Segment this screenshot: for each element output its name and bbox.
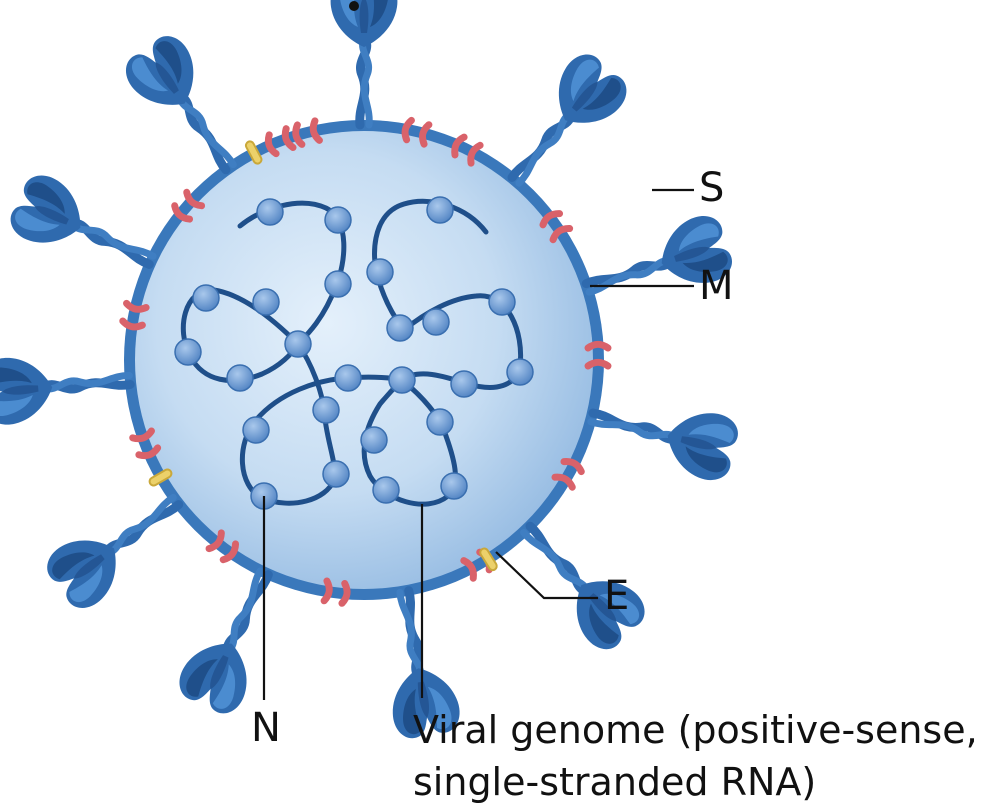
nucleocapsid-bead (440, 472, 468, 500)
nucleocapsid-bead (450, 370, 478, 398)
nucleocapsid-bead (284, 330, 312, 358)
label-viral-genome-line1: Viral genome (positive-sense, (413, 708, 978, 752)
nucleocapsid-bead (226, 364, 254, 392)
nucleocapsid-bead (426, 196, 454, 224)
spike-protein (0, 347, 133, 426)
nucleocapsid-bead (422, 308, 450, 336)
nucleocapsid-proteins (174, 196, 534, 510)
nucleocapsid-bead (174, 338, 202, 366)
nucleocapsid-bead (426, 408, 454, 436)
envelope-protein (154, 474, 168, 482)
nucleocapsid-bead (324, 206, 352, 234)
spike-protein (490, 47, 635, 202)
nucleocapsid-bead (312, 396, 340, 424)
nucleocapsid-bead (386, 314, 414, 342)
nucleocapsid-bead (242, 416, 270, 444)
nucleocapsid-bead (252, 288, 280, 316)
label-membrane: M (699, 263, 734, 309)
spike-protein (118, 29, 257, 187)
nucleocapsid-bead (388, 366, 416, 394)
nucleocapsid-bead (192, 284, 220, 312)
nucleocapsid-bead (324, 270, 352, 298)
leader-lines (262, 188, 694, 700)
spike-protein (331, 0, 398, 125)
nucleocapsid-bead (506, 358, 534, 386)
nucleocapsid-bead (366, 258, 394, 286)
nucleocapsid-bead (372, 476, 400, 504)
label-viral-genome: Viral genome (positive-sense, single-str… (413, 704, 978, 808)
label-nucleocapsid: N (251, 705, 281, 751)
nucleocapsid-bead (322, 460, 350, 488)
label-envelope: E (604, 573, 630, 619)
spike-protein (584, 384, 742, 484)
nucleocapsid-bead (488, 288, 516, 316)
label-viral-genome-line2: single-stranded RNA) (413, 760, 817, 804)
nucleocapsid-bead (360, 426, 388, 454)
spike-protein (39, 475, 196, 616)
envelope-protein (250, 145, 258, 159)
label-spike: S (699, 165, 725, 211)
leader-line-e (495, 551, 598, 600)
nucleocapsid-bead (256, 198, 284, 226)
nucleocapsid-bead (334, 364, 362, 392)
top-spike-dot (349, 1, 359, 11)
